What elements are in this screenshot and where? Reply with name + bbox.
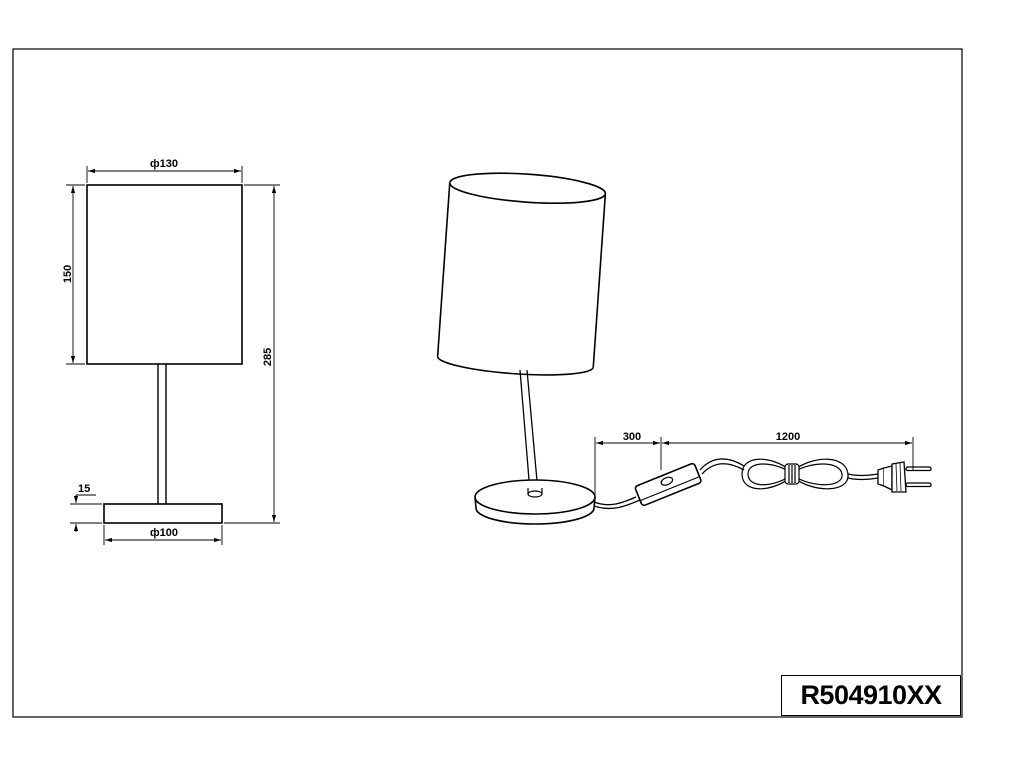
perspective-base xyxy=(474,479,596,525)
inline-switch xyxy=(634,462,702,507)
perspective-stem xyxy=(519,369,539,493)
front-lamp-base xyxy=(103,503,223,524)
switch-button xyxy=(660,476,674,486)
label-shade-diameter: ф130 xyxy=(150,158,178,170)
label-switch-cable-length: 300 xyxy=(623,431,641,443)
plug-pin-upper xyxy=(905,466,932,472)
perspective-lamp-shade xyxy=(436,172,607,376)
cable-dimensions xyxy=(594,437,914,500)
label-base-height: 15 xyxy=(78,483,90,495)
label-shade-height: 150 xyxy=(62,265,74,283)
cable-to-coil xyxy=(699,458,745,471)
label-base-diameter: ф100 xyxy=(150,527,178,539)
label-total-height: 285 xyxy=(262,348,274,366)
sheet-border xyxy=(12,48,963,718)
cable-to-plug xyxy=(847,473,879,477)
front-view-dimensions xyxy=(66,166,280,545)
cable-to-switch xyxy=(593,496,637,506)
perspective-view xyxy=(436,172,932,525)
title-block: R504910XX xyxy=(781,675,961,716)
label-plug-cable-length: 1200 xyxy=(776,431,800,443)
coiled-cable xyxy=(741,458,849,490)
shade-top-ellipse xyxy=(448,172,607,204)
front-view xyxy=(86,184,243,524)
euro-plug xyxy=(877,461,932,493)
part-number: R504910XX xyxy=(800,680,942,710)
front-lamp-shade xyxy=(86,184,243,365)
plug-pin-lower xyxy=(905,482,932,488)
